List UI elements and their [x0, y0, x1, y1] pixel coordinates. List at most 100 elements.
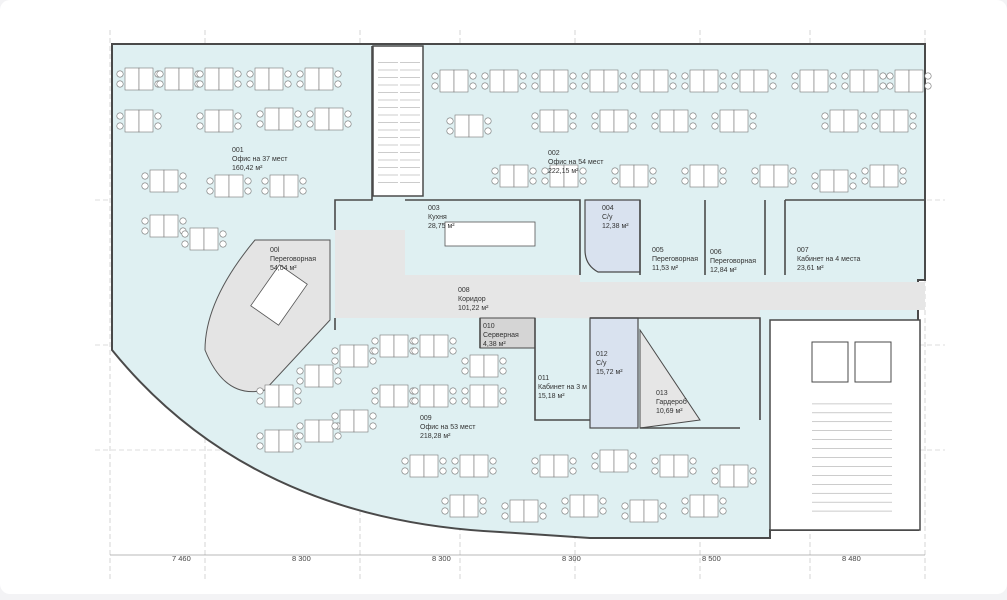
chair: [791, 82, 799, 90]
desk: [218, 67, 234, 91]
chair: [256, 110, 264, 118]
chair: [479, 497, 487, 505]
dim-5: 8 500: [702, 554, 721, 563]
desk: [439, 69, 455, 93]
chair: [441, 497, 449, 505]
chair: [401, 467, 409, 475]
desk: [703, 164, 719, 188]
chair: [769, 72, 777, 80]
desk: [149, 214, 165, 238]
chair: [261, 187, 269, 195]
room-008-label: 008 Коридор 101,22 м²: [458, 287, 489, 312]
desk: [599, 109, 615, 133]
desk: [163, 214, 179, 238]
room-010-label: 010 Серверная 4,38 м²: [483, 323, 519, 348]
chair: [539, 502, 547, 510]
svg-text:Переговорная: Переговорная: [270, 256, 316, 263]
desk: [733, 464, 749, 488]
desk: [463, 494, 479, 518]
chair: [651, 457, 659, 465]
chair: [659, 512, 667, 520]
desk: [843, 109, 859, 133]
chair: [591, 462, 599, 470]
desk: [689, 164, 705, 188]
desk: [468, 114, 484, 138]
chair: [886, 72, 894, 80]
chair: [821, 112, 829, 120]
chair: [501, 512, 509, 520]
desk: [314, 107, 330, 131]
chair: [294, 387, 302, 395]
chair: [871, 122, 879, 130]
desk: [419, 384, 435, 408]
chair: [599, 497, 607, 505]
chair: [344, 120, 352, 128]
chair: [689, 112, 697, 120]
desk: [264, 107, 280, 131]
chair: [451, 467, 459, 475]
chair: [296, 377, 304, 385]
chair: [234, 80, 242, 88]
svg-text:15,18 м²: 15,18 м²: [538, 393, 565, 400]
desk: [318, 67, 334, 91]
room-005-label: 005 Переговорная 11,53 м²: [652, 247, 698, 272]
chair: [719, 82, 727, 90]
svg-text:23,61 м²: 23,61 м²: [797, 265, 824, 272]
room-00x-label: 00l Переговорная 54,04 м²: [270, 247, 316, 272]
chair: [629, 452, 637, 460]
desk: [613, 109, 629, 133]
desk: [539, 109, 555, 133]
svg-text:218,28 м²: 218,28 м²: [420, 433, 451, 440]
chair: [294, 397, 302, 405]
chair: [449, 347, 457, 355]
chair: [299, 177, 307, 185]
room-001-label: 001 Офис на 37 мест 160,42 м²: [232, 147, 288, 172]
svg-text:008: 008: [458, 287, 470, 294]
chair: [181, 240, 189, 248]
svg-text:012: 012: [596, 351, 608, 358]
desk: [433, 384, 449, 408]
chair: [541, 177, 549, 185]
chair: [749, 122, 757, 130]
svg-text:28,75 м²: 28,75 м²: [428, 223, 455, 230]
desk: [539, 69, 555, 93]
chair: [621, 502, 629, 510]
corridor-area: [335, 230, 925, 320]
chair: [569, 467, 577, 475]
chair: [219, 240, 227, 248]
desk: [639, 69, 655, 93]
chair: [484, 117, 492, 125]
chair: [179, 182, 187, 190]
chair: [751, 167, 759, 175]
desk: [278, 107, 294, 131]
kitchen-table: [444, 221, 536, 247]
desk: [218, 109, 234, 133]
room-006-label: 006 Переговорная 12,84 м²: [710, 249, 756, 274]
dimension-line: 7 460 8 300 8 300 8 300 8 500 8 480: [110, 554, 925, 563]
desk: [163, 169, 179, 193]
chair: [751, 177, 759, 185]
desk: [753, 69, 769, 93]
room-004-label: 004 С/у 12,38 м²: [602, 205, 629, 230]
svg-text:Офис на 54 мест: Офис на 54 мест: [548, 159, 604, 166]
svg-text:006: 006: [710, 249, 722, 256]
desk: [773, 164, 789, 188]
svg-text:002: 002: [548, 150, 560, 157]
desk: [268, 67, 284, 91]
svg-text:12,84 м²: 12,84 м²: [710, 267, 737, 274]
svg-text:Коридор: Коридор: [458, 296, 486, 303]
chair: [411, 337, 419, 345]
desk: [503, 69, 519, 93]
chair: [791, 72, 799, 80]
chair: [859, 122, 867, 130]
chair: [659, 502, 667, 510]
chair: [821, 122, 829, 130]
desk: [483, 354, 499, 378]
desk: [433, 334, 449, 358]
chair: [629, 462, 637, 470]
chair: [439, 457, 447, 465]
chair: [531, 122, 539, 130]
chair: [369, 422, 377, 430]
desk: [759, 164, 775, 188]
desk: [264, 384, 280, 408]
